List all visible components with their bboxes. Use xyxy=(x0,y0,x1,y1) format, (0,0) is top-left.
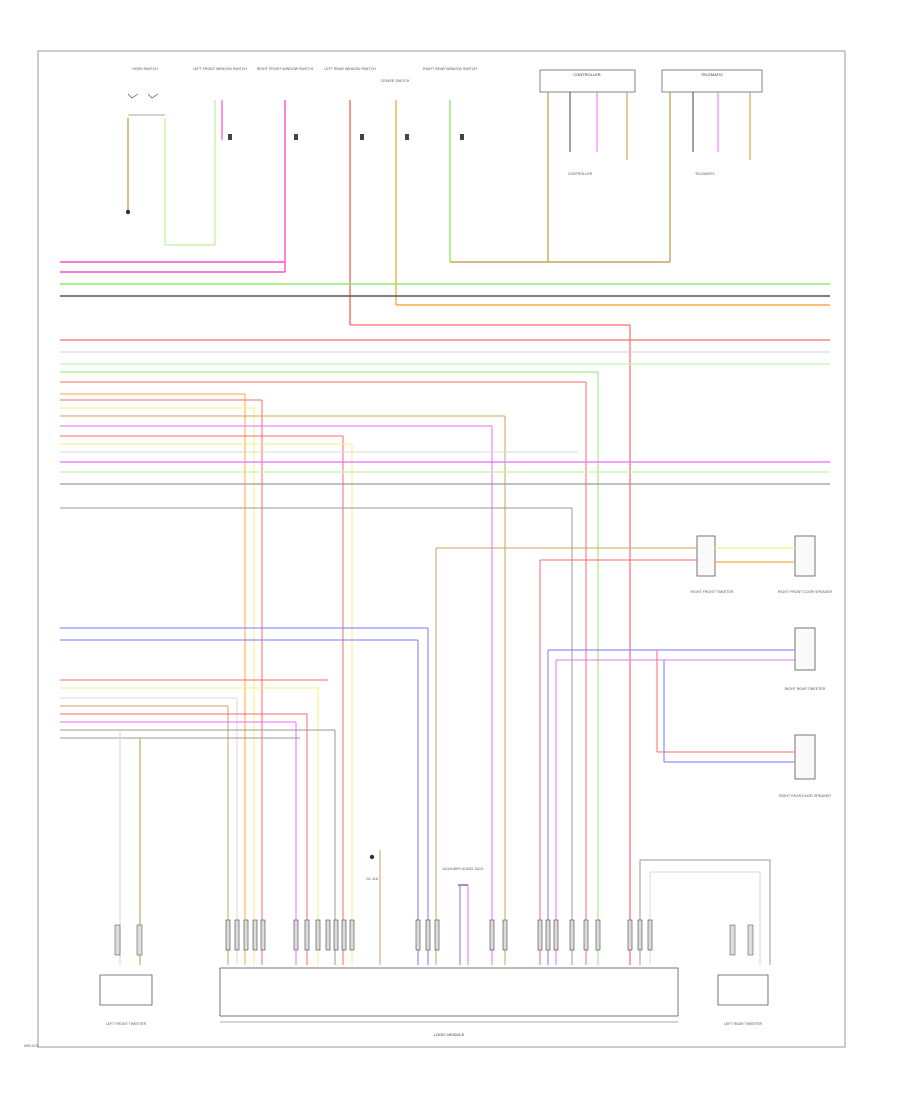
lower-bus xyxy=(60,627,429,965)
lf-tweeter-label: LEFT FRONT TWEETER xyxy=(106,1022,147,1026)
controller-connector: CONTROLLER CONTROLLER xyxy=(539,69,636,262)
lr-window-switch-label: LEFT REAR WINDOW SWITCH xyxy=(324,67,376,71)
lf-window-switch-label: LEFT FRONT WINDOW SWITCH xyxy=(193,67,247,71)
diagram-frame xyxy=(37,50,846,1048)
right-rear-door-speaker: RIGHT REAR DOOR SPEAKER xyxy=(779,734,831,798)
middle-bus xyxy=(60,339,830,965)
logic-module: LOGIC MODULE xyxy=(219,919,679,1037)
horn-switch: HORN SWITCH xyxy=(125,67,215,246)
ground-label: G1-116 xyxy=(366,877,378,881)
top-switch-group: HORN SWITCH LEFT FRONT WINDOW SWITCH RIG… xyxy=(125,67,477,325)
left-rear-tweeter: LEFT REAR TWEETER xyxy=(717,924,769,1026)
rr-door-speaker-label: RIGHT REAR DOOR SPEAKER xyxy=(779,794,831,798)
aux-jack-label: AUXILIARY AUDIO JACK xyxy=(442,867,484,871)
auxiliary-audio-jack: AUXILIARY AUDIO JACK xyxy=(442,867,484,965)
right-front-door-speaker: RIGHT FRONT DOOR SPEAKER xyxy=(778,535,833,594)
rf-tweeter-label: RIGHT FRONT TWEETER xyxy=(691,590,734,594)
rr-tweeter-label: RIGHT REAR TWEETER xyxy=(785,687,826,691)
right-front-tweeter: RIGHT FRONT TWEETER xyxy=(691,535,734,594)
horn-switch-label: HORN SWITCH xyxy=(132,67,158,71)
svg-text:CONTROLLER: CONTROLLER xyxy=(568,172,593,176)
right-rear-tweeter: RIGHT REAR TWEETER xyxy=(785,627,826,691)
controller-label: CONTROLLER xyxy=(573,72,600,77)
left-front-tweeter: LEFT FRONT TWEETER xyxy=(99,924,153,1026)
telematic-connector: TELEMATIC TELEMATIC xyxy=(661,69,763,262)
logic-module-label: LOGIC MODULE xyxy=(434,1032,465,1037)
center-ground: G1-116 xyxy=(366,850,381,965)
telematic-label: TELEMATIC xyxy=(701,72,723,77)
rr-window-switch-label: RIGHT REAR WINDOW SWITCH xyxy=(423,67,477,71)
page-reference: WD-2/3 xyxy=(24,1043,38,1048)
rf-door-speaker-label: RIGHT FRONT DOOR SPEAKER xyxy=(778,590,833,594)
cruise-switch-label: CRUISE SWITCH xyxy=(381,79,410,83)
left-rear-window-switch: LEFT REAR WINDOW SWITCH xyxy=(324,67,376,325)
rf-window-switch-label: RIGHT FRONT WINDOW SWITCH xyxy=(257,67,314,71)
left-front-window-switch: LEFT FRONT WINDOW SWITCH xyxy=(193,67,247,245)
svg-text:TELEMATIC: TELEMATIC xyxy=(695,172,715,176)
upper-bus xyxy=(60,261,830,965)
right-rear-window-switch: RIGHT REAR WINDOW SWITCH xyxy=(423,67,477,262)
lr-tweeter-label: LEFT REAR TWEETER xyxy=(724,1022,763,1026)
cruise-switch: CRUISE SWITCH xyxy=(381,79,410,305)
right-front-window-switch: RIGHT FRONT WINDOW SWITCH xyxy=(257,67,314,272)
